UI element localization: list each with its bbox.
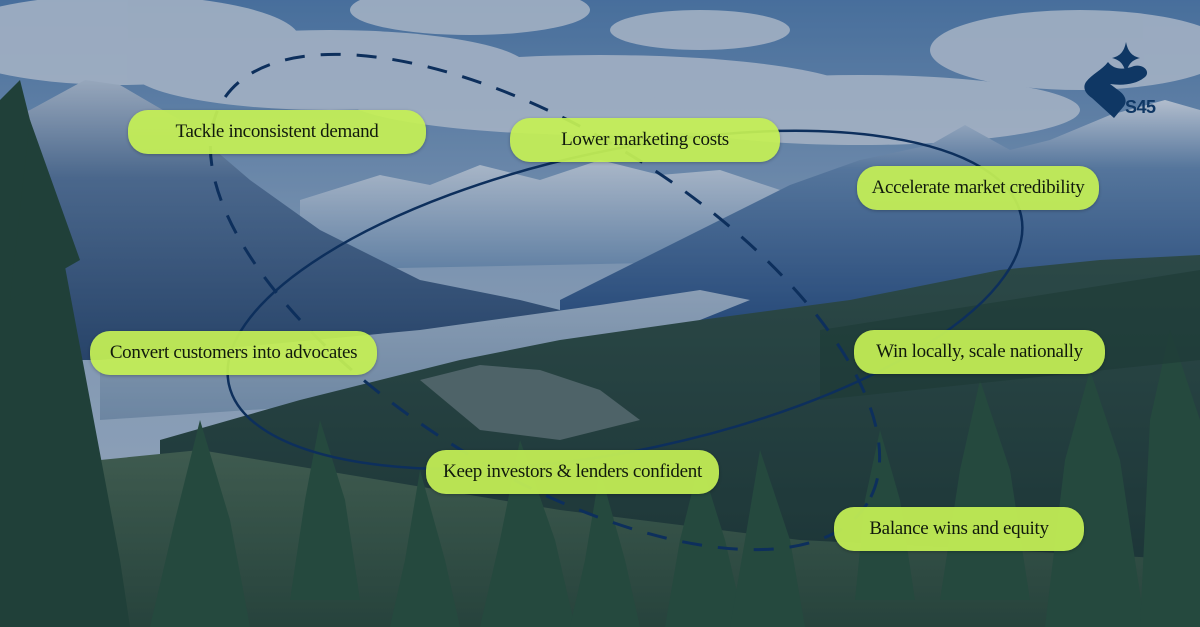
brand-logo-text: S45 xyxy=(1125,97,1156,117)
node-convert-customers-into-advocates: Convert customers into advocates xyxy=(90,331,377,375)
node-win-locally-scale-nationally: Win locally, scale nationally xyxy=(854,330,1105,374)
node-accelerate-market-credibility: Accelerate market credibility xyxy=(857,166,1099,210)
s45-logo-icon xyxy=(1084,42,1148,118)
node-keep-investors-lenders-confident: Keep investors & lenders confident xyxy=(426,450,719,494)
node-balance-wins-and-equity: Balance wins and equity xyxy=(834,507,1084,551)
node-tackle-inconsistent-demand: Tackle inconsistent demand xyxy=(128,110,426,154)
node-lower-marketing-costs: Lower marketing costs xyxy=(510,118,780,162)
